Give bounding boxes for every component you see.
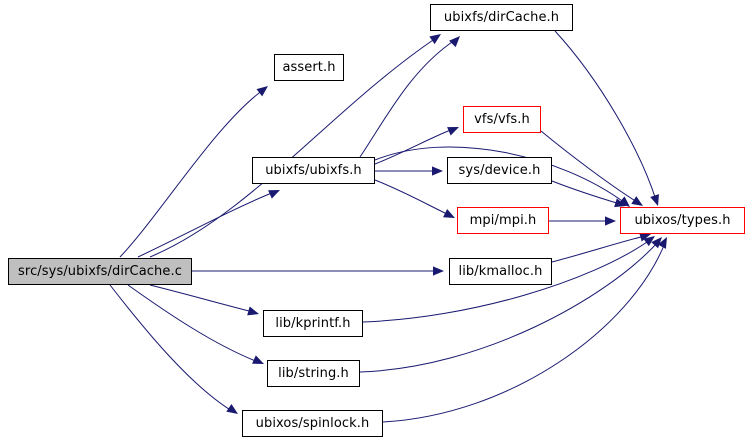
edge-root-to-assert_h — [119, 89, 264, 258]
node-label-mpi_h: mpi/mpi.h — [469, 212, 537, 228]
arrowhead-ubixfs_h-to-device_h — [432, 166, 443, 176]
arrowhead-mpi_h-to-types_h — [605, 216, 616, 226]
arrowhead-ubixfs_h-to-dircache_h — [449, 36, 460, 48]
arrowhead-kprintf_h-to-types_h — [643, 236, 655, 247]
arrowhead-root-to-ubixfs_h — [268, 190, 280, 199]
node-label-vfs_h: vfs/vfs.h — [474, 111, 530, 127]
graph-node-kprintf_h[interactable]: lib/kprintf.h — [263, 310, 363, 337]
node-label-device_h: sys/device.h — [458, 162, 541, 178]
edge-ubixfs_h-to-vfs_h — [374, 128, 454, 165]
edge-spinlock_h-to-types_h — [382, 242, 666, 423]
graph-node-dircache_h[interactable]: ubixfs/dirCache.h — [430, 4, 573, 31]
arrowhead-root-to-kmalloc_h — [433, 266, 444, 276]
node-label-kmalloc_h: lib/kmalloc.h — [458, 263, 543, 279]
graph-node-root[interactable]: src/sys/ubixfs/dirCache.c — [8, 258, 192, 285]
arrowhead-root-to-dircache_h — [429, 34, 441, 45]
node-label-assert_h: assert.h — [282, 59, 336, 75]
graph-node-device_h[interactable]: sys/device.h — [447, 157, 552, 184]
graph-node-spinlock_h[interactable]: ubixos/spinlock.h — [242, 410, 383, 437]
edge-ubixfs_h-to-mpi_h — [374, 179, 450, 216]
node-label-ubixfs_h: ubixfs/ubixfs.h — [265, 162, 362, 178]
arrowhead-vfs_h-to-types_h — [631, 196, 643, 206]
edge-root-to-kprintf_h — [149, 284, 254, 313]
node-label-root: src/sys/ubixfs/dirCache.c — [18, 263, 182, 279]
arrowhead-root-to-kprintf_h — [247, 306, 259, 316]
arrowhead-dircache_h-to-types_h — [650, 194, 659, 206]
arrowhead-kmalloc_h-to-types_h — [639, 232, 651, 242]
node-label-kprintf_h: lib/kprintf.h — [275, 315, 351, 331]
node-label-string_h: lib/string.h — [278, 365, 349, 381]
arrowhead-root-to-string_h — [252, 355, 264, 364]
graph-node-mpi_h[interactable]: mpi/mpi.h — [457, 207, 549, 234]
edge-root-to-spinlock_h — [109, 284, 233, 412]
node-label-dircache_h: ubixfs/dirCache.h — [443, 9, 560, 25]
edge-vfs_h-to-types_h — [540, 130, 638, 203]
arrowhead-spinlock_h-to-types_h — [657, 237, 667, 249]
edge-ubixfs_h-to-dircache_h — [359, 39, 456, 158]
arrowhead-ubixfs_h-to-mpi_h — [443, 209, 455, 218]
graph-node-types_h[interactable]: ubixos/types.h — [620, 207, 745, 234]
edge-device_h-to-types_h — [551, 180, 621, 205]
node-label-types_h: ubixos/types.h — [634, 212, 731, 228]
graph-node-ubixfs_h[interactable]: ubixfs/ubixfs.h — [252, 157, 375, 184]
edge-string_h-to-types_h — [359, 241, 659, 373]
graph-node-assert_h[interactable]: assert.h — [274, 54, 344, 81]
arrowhead-ubixfs_h-to-vfs_h — [447, 127, 459, 136]
edge-arrowheads — [226, 34, 667, 414]
node-label-spinlock_h: ubixos/spinlock.h — [255, 415, 370, 431]
arrowhead-string_h-to-types_h — [651, 237, 662, 249]
graph-node-vfs_h[interactable]: vfs/vfs.h — [463, 106, 541, 133]
graph-node-kmalloc_h[interactable]: lib/kmalloc.h — [449, 258, 552, 285]
arrowhead-ubixfs_h-to-types_h — [618, 196, 630, 207]
edge-ubixfs_h-to-types_h — [374, 146, 626, 204]
edge-kmalloc_h-to-types_h — [551, 235, 646, 263]
edge-root-to-string_h — [127, 284, 259, 363]
arrowhead-root-to-assert_h — [256, 86, 268, 97]
arrowhead-root-to-spinlock_h — [226, 404, 238, 414]
edge-root-to-ubixfs_h — [137, 191, 275, 258]
edge-dircache_h-to-types_h — [554, 30, 657, 201]
graph-node-string_h[interactable]: lib/string.h — [267, 360, 360, 387]
edge-paths — [109, 30, 666, 423]
edge-kprintf_h-to-types_h — [362, 239, 651, 323]
arrowhead-device_h-to-types_h — [614, 198, 626, 208]
